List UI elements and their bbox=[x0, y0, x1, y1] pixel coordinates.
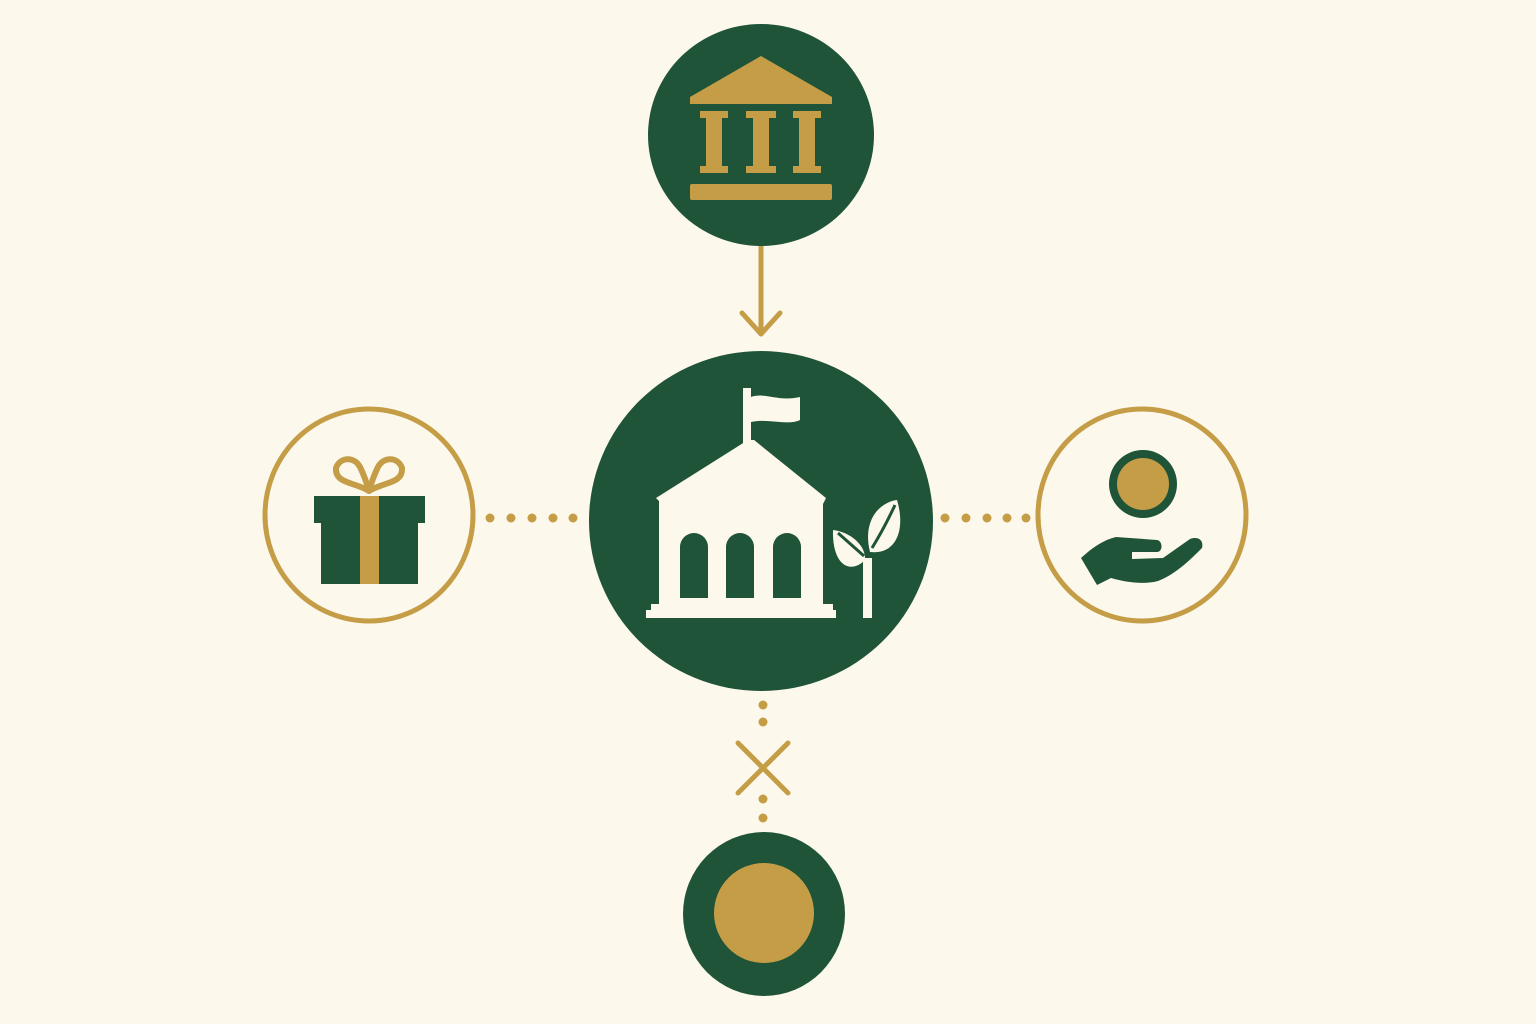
node-top[interactable] bbox=[648, 24, 874, 246]
hand-holding-coin-icon bbox=[1081, 450, 1203, 585]
node-right[interactable] bbox=[1035, 406, 1249, 624]
node-center[interactable] bbox=[589, 351, 933, 691]
arrow-head-icon bbox=[739, 310, 783, 337]
connector-left-to-center bbox=[485, 513, 578, 523]
connector-top-to-center bbox=[739, 243, 783, 337]
gift-box-icon bbox=[314, 456, 425, 584]
coin-icon bbox=[714, 863, 814, 963]
node-left[interactable] bbox=[262, 406, 476, 624]
school-windows bbox=[680, 533, 801, 598]
node-bottom[interactable] bbox=[683, 832, 845, 996]
sprout-veins bbox=[837, 504, 897, 558]
connector-right-to-center bbox=[940, 513, 1031, 523]
bank-icon bbox=[690, 56, 832, 200]
connector-center-to-bottom bbox=[735, 700, 791, 823]
x-icon bbox=[735, 740, 791, 796]
